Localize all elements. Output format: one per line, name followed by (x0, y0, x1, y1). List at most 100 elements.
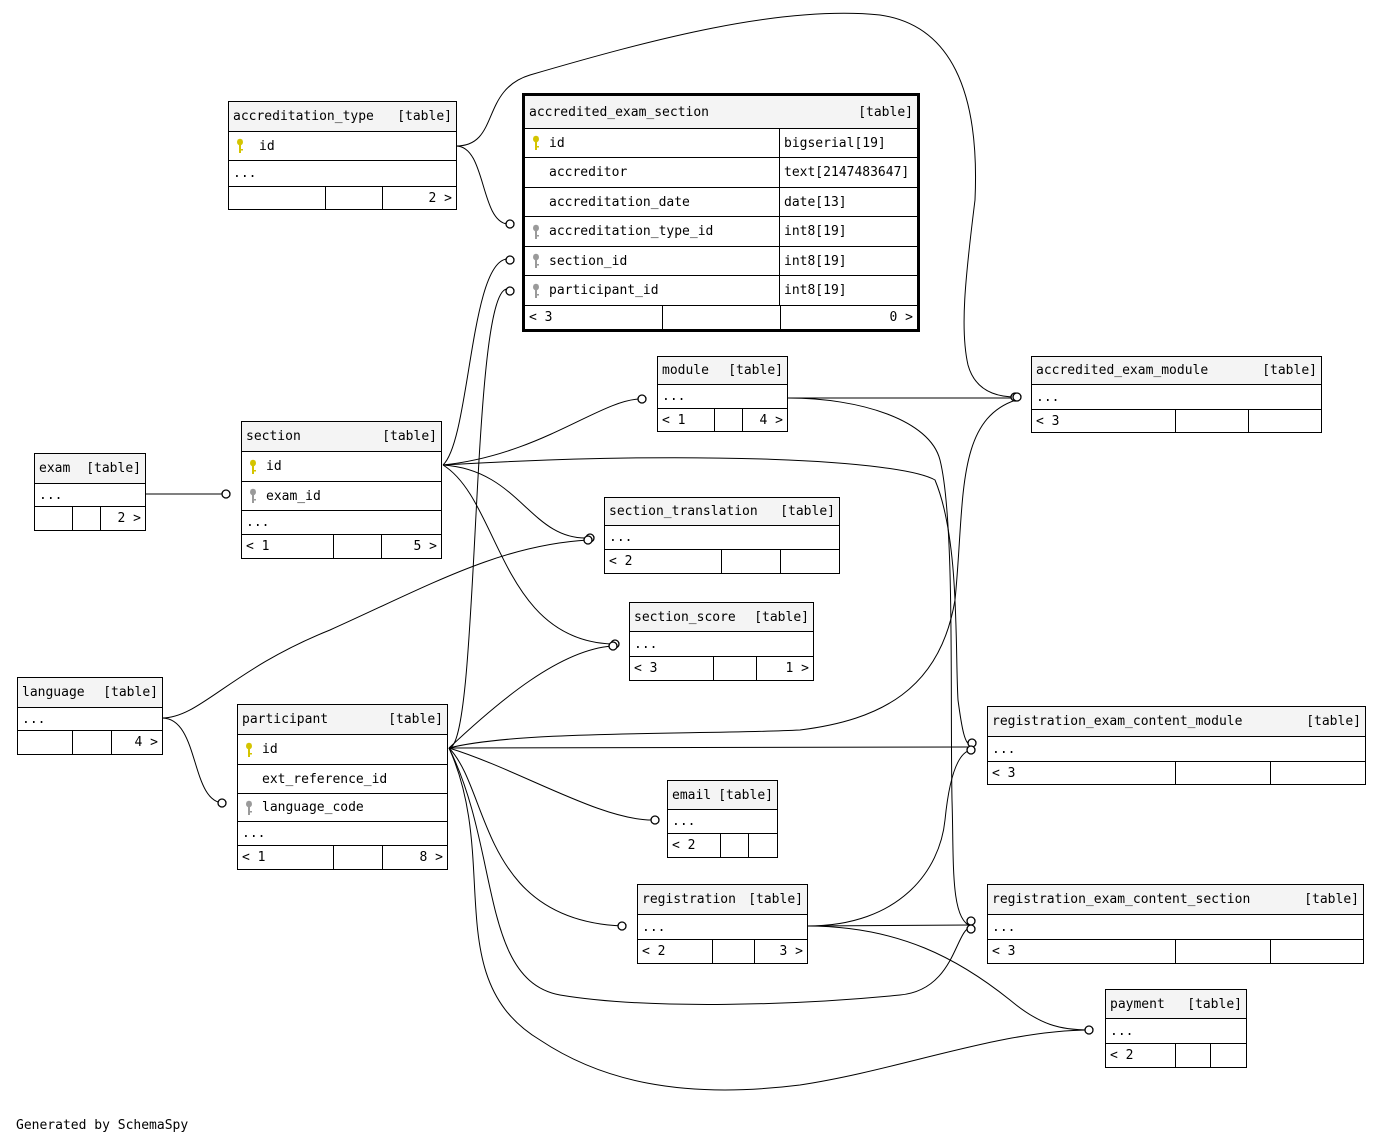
collapsed-columns-row[interactable]: ... (630, 631, 813, 656)
children-count[interactable]: 0 > (780, 306, 917, 329)
table-registration-exam-content-module[interactable]: registration_exam_content_module[table].… (987, 706, 1366, 785)
parents-count[interactable]: < 3 (992, 944, 1016, 959)
table-language[interactable]: language[table]...4 > (17, 677, 163, 755)
parents-count[interactable]: < 1 (246, 539, 270, 554)
table-email[interactable]: email[table]...< 2 (667, 780, 778, 858)
relationship-edge (448, 747, 653, 821)
collapsed-columns-row[interactable]: ... (229, 160, 456, 186)
table-exam[interactable]: exam[table]...2 > (34, 453, 146, 531)
children-count[interactable]: 3 > (754, 940, 807, 963)
children-count[interactable]: 4 > (111, 731, 162, 754)
collapsed-columns-row[interactable]: ... (638, 914, 807, 939)
parents-count[interactable]: < 2 (642, 944, 666, 959)
table-payment[interactable]: payment [table]... < 2 (1105, 989, 1247, 1068)
table-header: payment [table] (1106, 990, 1246, 1018)
ellipsis: ... (242, 826, 266, 841)
collapsed-columns-row[interactable]: ... (988, 914, 1363, 939)
relationship-edge (806, 925, 1091, 1031)
rows-count (713, 657, 756, 680)
table-name: accreditation_type (233, 109, 374, 124)
children-count (1270, 940, 1363, 963)
collapsed-columns-row[interactable]: ... (18, 707, 162, 730)
rows-count (721, 550, 780, 573)
column-name: accreditor (549, 165, 628, 180)
table-footer: < 2 3 > (638, 939, 807, 963)
table-name: module (662, 363, 709, 378)
optional-cardinality-marker (608, 641, 618, 651)
table-type-tag: [table] (780, 504, 835, 519)
table-footer: 4 > (18, 730, 162, 754)
children-count (1270, 762, 1365, 784)
column-row[interactable]: ext_reference_id (238, 764, 447, 793)
table-section-translation[interactable]: section_translation[table]...< 2 (604, 497, 840, 574)
rows-count (72, 507, 100, 530)
children-count[interactable]: 4 > (742, 409, 787, 431)
table-accreditation-type[interactable]: accreditation_type [table] id...2 > (228, 101, 457, 210)
collapsed-columns-row[interactable]: ... (605, 525, 839, 549)
collapsed-columns-row[interactable]: ... (1106, 1018, 1246, 1043)
collapsed-columns-row[interactable]: ... (242, 510, 441, 534)
column-row[interactable]: id (238, 734, 447, 764)
children-count[interactable]: 2 > (381, 187, 456, 209)
children-count[interactable]: 2 > (100, 507, 145, 530)
column-row[interactable]: id (242, 451, 441, 481)
collapsed-columns-row[interactable]: ... (988, 736, 1365, 761)
table-type-tag: [table] (1187, 996, 1242, 1012)
children-count[interactable]: 5 > (381, 535, 441, 558)
rows-count (1175, 1044, 1210, 1067)
parents-count[interactable]: < 1 (662, 412, 686, 428)
table-type-tag: [table] (382, 429, 437, 444)
table-name: registration_exam_content_section (992, 892, 1251, 907)
parents-count[interactable]: < 2 (1110, 1048, 1134, 1063)
parents-count[interactable]: < 2 (609, 554, 633, 569)
collapsed-columns-row[interactable]: ... (35, 483, 145, 506)
ellipsis: ... (634, 636, 658, 652)
parents-count[interactable]: < 3 (1036, 413, 1060, 429)
collapsed-columns-row[interactable]: ... (1032, 384, 1321, 409)
children-count[interactable]: 1 > (756, 657, 813, 680)
relationship-edge (448, 399, 1017, 749)
children-count[interactable]: 8 > (382, 846, 447, 869)
parents-count[interactable]: < 1 (242, 850, 266, 865)
relationship-edge (448, 747, 623, 927)
relationship-edge (442, 464, 613, 645)
table-footer: < 2 (605, 549, 839, 573)
ellipsis: ... (246, 515, 270, 530)
rows-count (662, 306, 780, 329)
column-row[interactable]: exam_id (242, 481, 441, 510)
table-name: participant (242, 712, 329, 727)
relationship-edge (442, 258, 508, 466)
parents-count[interactable]: < 3 (529, 310, 553, 325)
table-type-tag: [table] (397, 109, 452, 124)
table-name: section_score (634, 609, 736, 625)
column-row[interactable]: language_code (238, 793, 447, 821)
table-header: participant[table] (238, 705, 447, 734)
table-registration-exam-content-section[interactable]: registration_exam_content_section[table]… (987, 884, 1364, 964)
column-row[interactable]: id (229, 131, 456, 160)
primary-key-icon (529, 135, 543, 151)
parents-count[interactable]: < 3 (634, 661, 658, 676)
parents-count[interactable]: < 3 (992, 765, 1016, 781)
table-accredited-exam-module[interactable]: accredited_exam_module[table]...< 3 (1031, 356, 1322, 433)
table-name: payment (1110, 996, 1165, 1012)
collapsed-columns-row[interactable]: ... (668, 809, 777, 833)
column-name: participant_id (549, 283, 659, 298)
parents-count[interactable]: < 2 (672, 838, 696, 853)
collapsed-columns-row[interactable]: ... (658, 384, 787, 408)
foreign-key-icon (246, 488, 260, 504)
collapsed-columns-row[interactable]: ... (238, 821, 447, 845)
parents-count (18, 731, 72, 754)
